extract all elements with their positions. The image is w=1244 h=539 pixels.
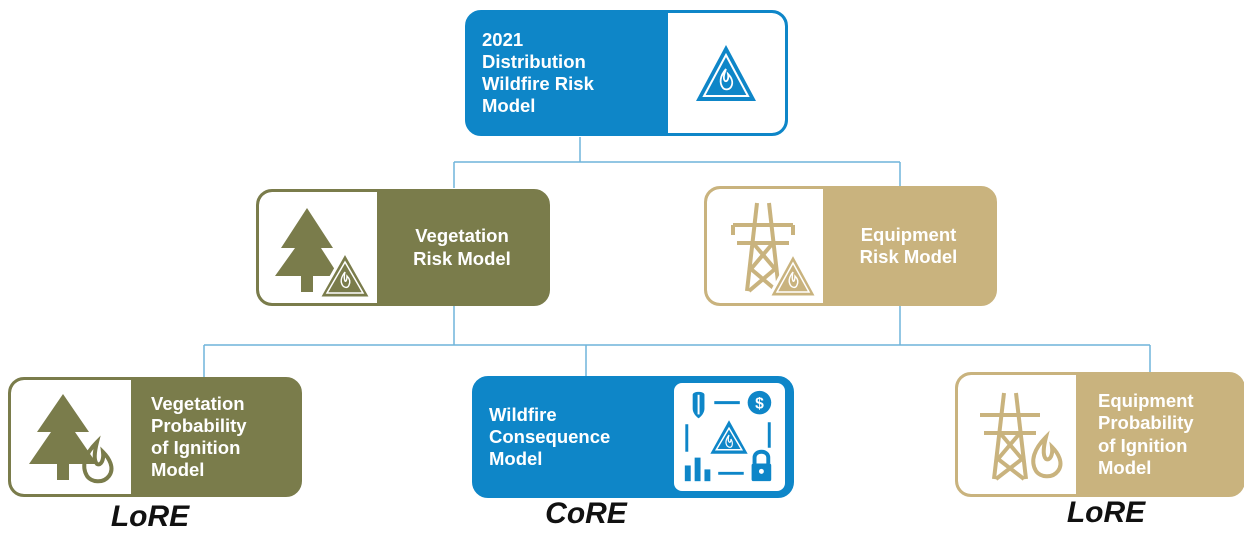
tower-fire-icon	[707, 189, 823, 303]
equipment-poi-label-line-4: Model	[1098, 456, 1152, 478]
consequence-label: Wildfire Consequence Model	[489, 379, 669, 495]
equipment-probability-of-ignition-box: Equipment Probability of Ignition Model	[955, 372, 1244, 497]
vegetation-poi-label-line-3: of Ignition	[151, 437, 241, 458]
equipment-poi-label: Equipment Probability of Ignition Model	[1098, 375, 1242, 494]
root-label-line-4: Model	[482, 95, 536, 117]
equipment-poi-label-line-1: Equipment	[1098, 390, 1194, 412]
root-label-line-3: Wildfire Risk	[482, 73, 594, 94]
root-label: 2021 Distribution Wildfire Risk Model	[482, 13, 672, 133]
consequence-icon: $	[674, 383, 785, 491]
equipment-poi-label-line-3: of Ignition	[1098, 434, 1188, 456]
consequence-label-line-2: Consequence	[489, 425, 611, 447]
fire-triangle-icon	[668, 13, 785, 133]
root-label-line-1: 2021	[482, 28, 524, 50]
lore-label-left: LoRE	[110, 500, 190, 533]
tree-fire-icon	[259, 192, 377, 303]
vegetation-probability-of-ignition-box: Vegetation Probability of Ignition Model	[8, 377, 302, 497]
equipment-risk-label-line-2: Risk Model	[859, 246, 958, 267]
consequence-label-line-3: Model	[489, 448, 543, 470]
vegetation-poi-label-line-2: Probability	[151, 414, 247, 436]
equipment-poi-label-line-2: Probability	[1098, 412, 1194, 434]
consequence-label-line-1: Wildfire	[489, 403, 557, 425]
vegetation-poi-label-line-4: Model	[151, 459, 205, 481]
tree-flame-icon	[11, 380, 131, 494]
vegetation-risk-label-line-1: Vegetation	[415, 225, 509, 247]
wildfire-consequence-model-box: Wildfire Consequence Model $	[472, 376, 794, 498]
vegetation-risk-label: Vegetation Risk Model	[377, 192, 547, 303]
equipment-risk-label-line-1: Equipment	[860, 223, 957, 245]
vegetation-risk-model-box: Vegetation Risk Model	[256, 189, 550, 306]
core-label: CoRE	[545, 497, 627, 530]
equipment-risk-model-box: Equipment Risk Model	[704, 186, 997, 306]
tower-flame-icon	[958, 375, 1076, 494]
lore-label-right: LoRE	[1066, 496, 1146, 529]
root-label-line-2: Distribution	[482, 50, 586, 72]
equipment-risk-label: Equipment Risk Model	[823, 189, 994, 303]
vegetation-risk-label-line-2: Risk Model	[413, 247, 511, 269]
vegetation-poi-label: Vegetation Probability of Ignition Model	[151, 380, 299, 494]
distribution-wildfire-risk-model-box: 2021 Distribution Wildfire Risk Model	[465, 10, 788, 136]
vegetation-poi-label-line-1: Vegetation	[151, 392, 245, 414]
svg-text:$: $	[755, 396, 764, 413]
